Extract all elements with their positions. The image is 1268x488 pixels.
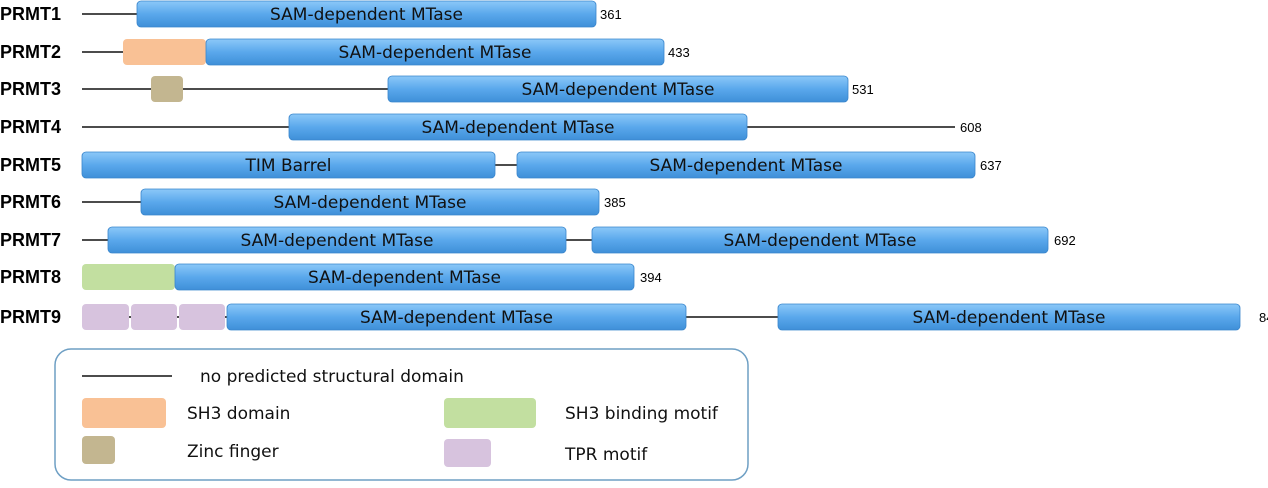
legend-box — [54, 348, 749, 481]
protein-name: PRMT6 — [0, 192, 61, 212]
mtase-domain — [226, 303, 687, 331]
mtase-domain — [591, 226, 1049, 254]
legend-no-domain-label: no predicted structural domain — [200, 367, 464, 387]
legend-tpr-swatch — [444, 439, 491, 467]
protein-row-prmt7: PRMT7 SAM-dependent MTase SAM-dependent MT… — [0, 226, 1076, 254]
domain-label: SAM-dependent MTase — [913, 308, 1106, 328]
protein-name: PRMT1 — [0, 4, 61, 24]
legend-sh3bind-label: SH3 binding motif — [565, 404, 719, 424]
legend-zinc-label: Zinc finger — [187, 442, 279, 462]
tpr-domain — [131, 304, 177, 330]
mtase-domain — [387, 75, 849, 103]
sh3-domain — [123, 39, 206, 65]
protein-length: 531 — [852, 82, 874, 97]
protein-name: PRMT2 — [0, 42, 61, 62]
protein-length: 692 — [1054, 233, 1076, 248]
protein-name: PRMT4 — [0, 117, 61, 137]
domain-label: SAM-dependent MTase — [422, 118, 615, 138]
protein-name: PRMT3 — [0, 79, 61, 99]
protein-row-prmt4: PRMT4 SAM-dependent MTase 608 — [0, 113, 982, 141]
mtase-domain — [777, 303, 1241, 331]
domain-label: SAM-dependent MTase — [308, 268, 501, 288]
domain-label: SAM-dependent MTase — [724, 231, 917, 251]
protein-length: 433 — [668, 45, 690, 60]
legend-sh3-swatch — [82, 398, 166, 428]
protein-name: PRMT7 — [0, 230, 61, 250]
protein-length: 361 — [600, 7, 622, 22]
protein-length: 385 — [604, 195, 626, 210]
protein-row-prmt2: PRMT2 SAM-dependent MTase 433 — [0, 38, 690, 66]
mtase-domain — [174, 263, 635, 291]
domain-label: SAM-dependent MTase — [522, 80, 715, 100]
protein-length: 608 — [960, 120, 982, 135]
legend-sh3-label: SH3 domain — [187, 404, 290, 424]
zinc-domain — [151, 76, 183, 102]
tpr-domain — [179, 304, 225, 330]
protein-name: PRMT5 — [0, 155, 61, 175]
domain-label: SAM-dependent MTase — [274, 193, 467, 213]
protein-name: PRMT9 — [0, 307, 61, 327]
protein-row-prmt5: PRMT5 TIM Barrel SAM-dependent MTase 637 — [0, 151, 1002, 179]
domain-label: SAM-dependent MTase — [339, 43, 532, 63]
legend-tpr-label: TPR motif — [564, 445, 648, 465]
mtase-domain — [140, 188, 600, 216]
legend-zinc-swatch — [82, 436, 115, 464]
protein-length: 845 — [1259, 310, 1268, 325]
mtase-domain — [205, 38, 665, 66]
protein-name: PRMT8 — [0, 267, 61, 287]
domain-label: SAM-dependent MTase — [360, 308, 553, 328]
mtase-domain — [288, 113, 748, 141]
tim-domain — [81, 151, 496, 179]
protein-row-prmt3: PRMT3 SAM-dependent MTase 531 — [0, 75, 874, 103]
mtase-domain — [136, 0, 597, 28]
protein-length: 394 — [640, 270, 662, 285]
protein-row-prmt8: PRMT8 SAM-dependent MTase 394 — [0, 263, 662, 291]
protein-row-prmt6: PRMT6 SAM-dependent MTase 385 — [0, 188, 626, 216]
protein-row-prmt9: PRMT9 SAM-dependent MTase SAM-dependent MT… — [0, 303, 1268, 331]
protein-length: 637 — [980, 158, 1002, 173]
domain-label: TIM Barrel — [244, 156, 331, 176]
sh3bind-domain — [82, 264, 175, 290]
domain-label: SAM-dependent MTase — [270, 5, 463, 25]
legend-sh3bind-swatch — [444, 398, 536, 428]
legend: no predicted structural domain SH3 domai… — [54, 348, 749, 481]
protein-row-prmt1: PRMT1 SAM-dependent MTase 361 — [0, 0, 622, 28]
domain-label: SAM-dependent MTase — [650, 156, 843, 176]
mtase-domain — [516, 151, 976, 179]
mtase-domain — [107, 226, 567, 254]
tpr-domain — [82, 304, 129, 330]
domain-label: SAM-dependent MTase — [241, 231, 434, 251]
